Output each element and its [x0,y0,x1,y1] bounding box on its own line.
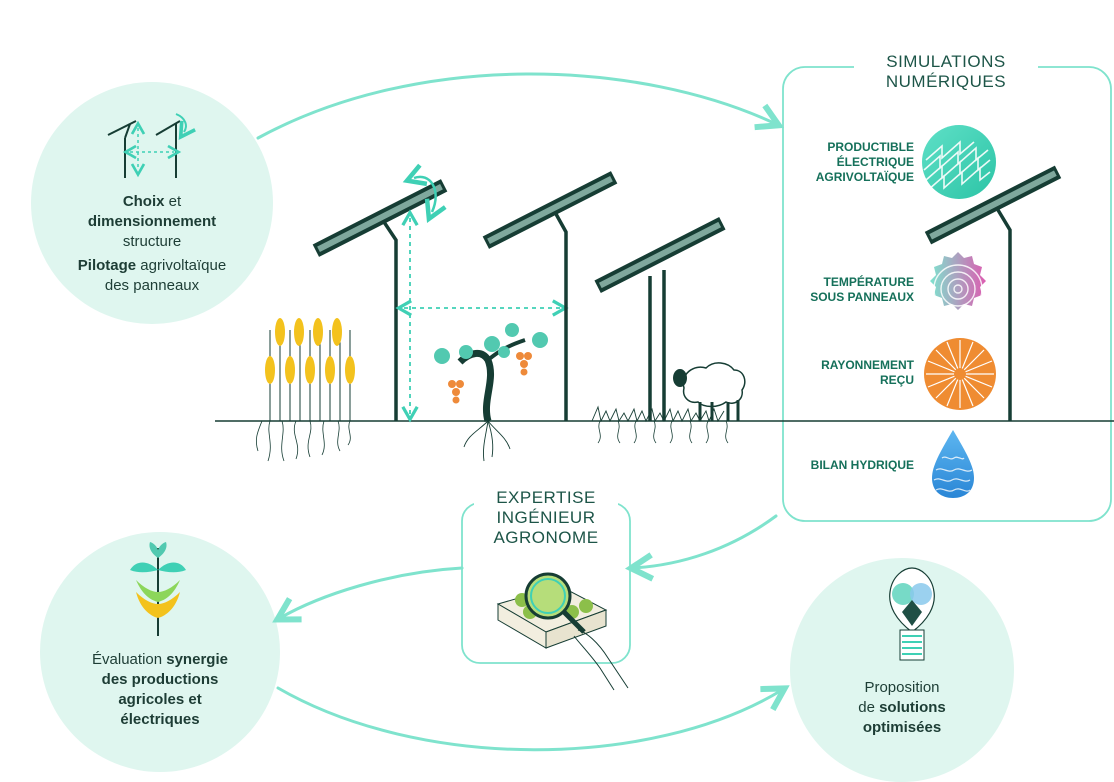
circle-structure [31,82,273,324]
evaluation-productions: des productions [101,671,219,688]
simulations-title: SIMULATIONS NUMÉRIQUES [854,52,1038,92]
expertise-line1: EXPERTISE [496,488,596,507]
sim-label-rayonnement: RAYONNEMENT REÇU [780,358,914,388]
arrow-evaluation-to-proposition [276,688,782,752]
lightbulb-icon [889,567,935,661]
structure-text: Choix et dimensionnement structure Pilot… [52,192,252,296]
sim-temperature-line1: TEMPÉRATURE [823,275,914,289]
sim-productible-line2: ÉLECTRIQUE [836,155,914,169]
sheep [673,362,746,421]
sim-label-productible: PRODUCTIBLE ÉLECTRIQUE AGRIVOLTAÏQUE [780,140,914,185]
sim-rayonnement-line2: REÇU [879,373,914,387]
grass-roots [597,420,729,444]
proposition-word: Proposition [864,679,940,696]
wheat-crop [265,318,355,421]
sim-label-temperature: TEMPÉRATURE SOUS PANNEAUX [780,275,914,305]
arrow-expertise-to-evaluation [280,566,464,618]
expertise-title: EXPERTISE INGÉNIEUR AGRONOME [474,488,618,548]
structure-pilotage: Pilotage [77,257,137,274]
solar-panel-2 [482,171,618,421]
plant-growth-icon [130,542,186,636]
magnifier-icon [524,572,629,691]
dimension-arrows [395,209,569,423]
circle-evaluation [40,532,280,772]
expertise-line3: AGRONOME [493,528,599,547]
vine-roots [463,420,511,462]
sim-label-bilan: BILAN HYDRIQUE [780,458,914,473]
structure-choix: Choix [122,193,165,210]
evaluation-electriques: électriques [120,711,200,728]
sim-productible-line3: AGRIVOLTAÏQUE [815,170,914,184]
solar-panel-3 [594,216,726,421]
evaluation-agricoles: agricoles et [118,691,202,708]
proposition-optimisees: optimisées [862,719,942,736]
sim-temperature-line2: SOUS PANNEAUX [810,290,914,304]
panel-tilt-arrow [402,163,447,223]
evaluation-text: Évaluation synergie des productions agri… [60,650,260,730]
evaluation-synergie: synergie [166,651,228,668]
proposition-solutions: solutions [879,699,946,716]
simulations-title-line1: SIMULATIONS [886,52,1006,71]
arrow-structure-to-simulations [256,72,776,140]
temperature-icon [930,252,986,314]
arrow-simulations-to-expertise [634,514,778,568]
grapevine [434,323,548,422]
flow-arrows [256,72,782,752]
electric-production-icon [922,125,996,199]
wheat-roots [255,420,351,462]
proposition-text: Proposition de solutions optimisées [802,678,1002,738]
water-drop-icon [932,430,974,498]
structure-agrivoltaique: agrivoltaïque [136,257,227,274]
structure-structure: structure [122,233,182,250]
grass [591,405,725,423]
sim-productible-line1: PRODUCTIBLE [827,140,914,154]
expertise-line2: INGÉNIEUR [496,508,596,527]
structure-panneaux: des panneaux [104,277,200,294]
evaluation-word: Évaluation [92,651,167,668]
structure-icon [107,113,196,178]
sim-bilan-line1: BILAN HYDRIQUE [810,458,914,472]
solar-panel-4 [924,165,1062,421]
sim-rayonnement-line1: RAYONNEMENT [821,358,914,372]
solar-panel-1 [312,179,448,421]
structure-et: et [164,193,182,210]
proposition-de: de [858,699,880,716]
structure-dimensionnement: dimensionnement [87,213,217,230]
simulations-title-line2: NUMÉRIQUES [885,72,1007,91]
radiation-icon [924,338,996,410]
